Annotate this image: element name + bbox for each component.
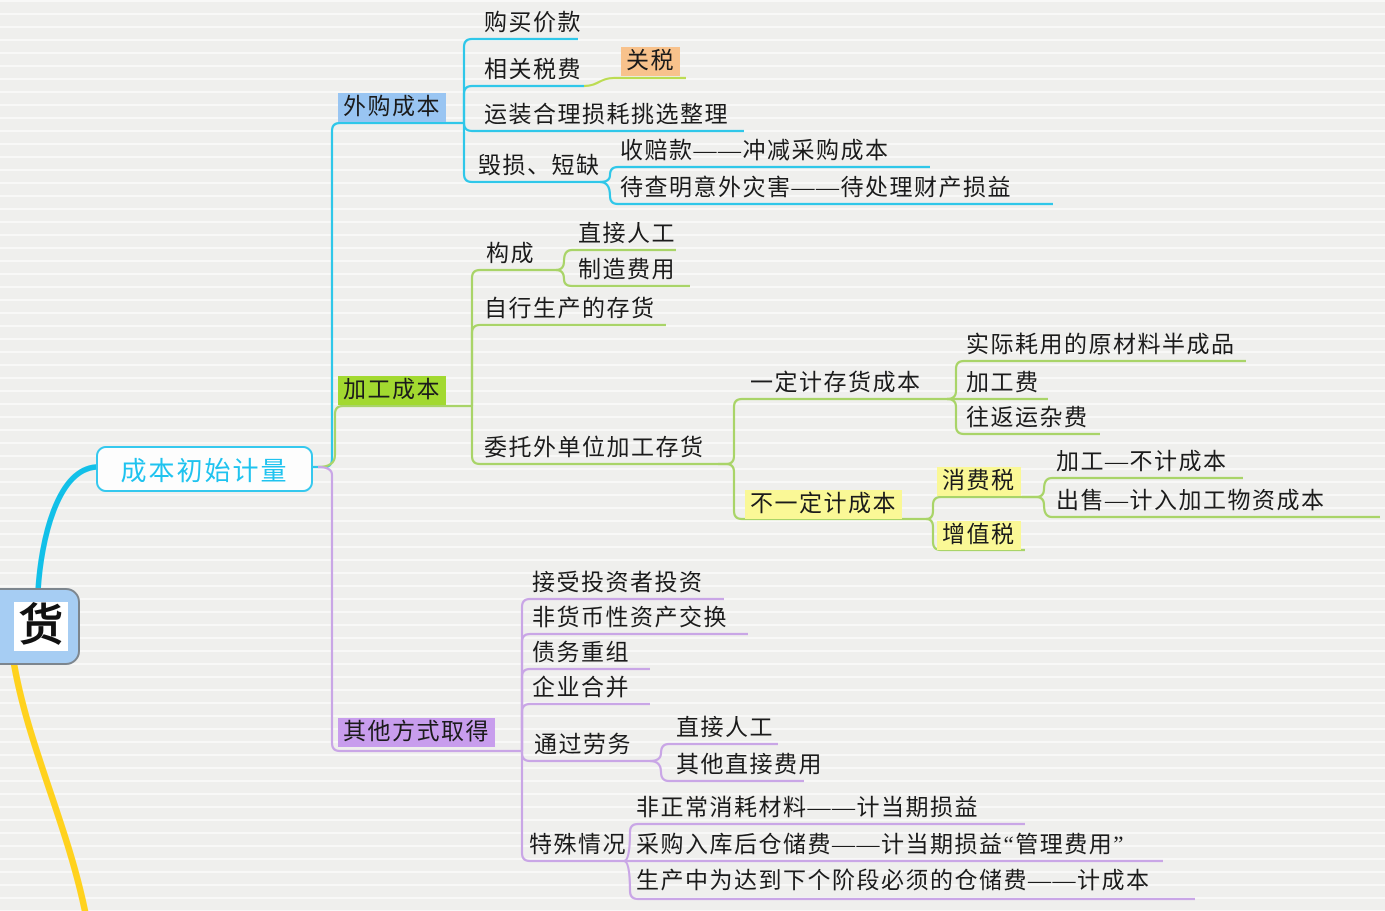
edge-other-direct-costs: [649, 759, 804, 783]
edge-tariff: [583, 76, 686, 88]
node-post-warehouse-fee[interactable]: 采购入库后仓储费——计当期损益“管理费用”: [636, 832, 1125, 857]
node-business-combination[interactable]: 企业合并: [532, 675, 630, 700]
node-sale-into-cost[interactable]: 出售—计入加工物资成本: [1056, 488, 1326, 513]
edge-special-cases: [520, 751, 624, 863]
node-abnormal-consumption[interactable]: 非正常消耗材料——计当期损益: [636, 795, 979, 820]
edge-investor-investment: [520, 597, 724, 751]
edge-related-taxes: [462, 84, 584, 123]
node-purchase-cost[interactable]: 外购成本: [338, 93, 446, 122]
edge-consumption-tax: [925, 495, 1022, 521]
node-round-trip-freight[interactable]: 往返运杂费: [966, 405, 1089, 430]
node-cost-initial-measurement[interactable]: 成本初始计量: [96, 446, 313, 492]
node-through-services[interactable]: 通过劳务: [534, 732, 632, 757]
node-damage-shortage[interactable]: 毁损、短缺: [478, 153, 601, 178]
edge-self-produced: [470, 323, 666, 406]
node-production-warehouse-fee[interactable]: 生产中为达到下个阶段必须的仓储费——计成本: [636, 868, 1151, 893]
node-direct-labor[interactable]: 直接人工: [578, 221, 676, 246]
edge-root-to-center: [35, 464, 99, 594]
edge-compensation: [599, 165, 930, 184]
edge-nonmonetary-exchange: [520, 632, 748, 751]
node-manufacturing-overhead[interactable]: 制造费用: [578, 257, 676, 282]
edge-direct-labor: [555, 248, 676, 272]
node-special-cases[interactable]: 特殊情况: [529, 832, 627, 857]
node-other-direct-costs[interactable]: 其他直接费用: [676, 752, 823, 777]
node-transport-losses[interactable]: 运装合理损耗挑选整理: [484, 102, 729, 127]
node-processing-cost[interactable]: 加工成本: [338, 376, 446, 405]
node-self-produced[interactable]: 自行生产的存货: [484, 296, 656, 321]
edge-abnormal-consumption: [623, 822, 1025, 863]
node-pending-disaster[interactable]: 待查明意外灾害——待处理财产损益: [620, 175, 1012, 200]
root-node-label: 货: [14, 601, 68, 651]
node-service-direct-labor[interactable]: 直接人工: [676, 715, 774, 740]
root-node-inventory[interactable]: 货: [0, 588, 80, 665]
node-outsourced-processing[interactable]: 委托外单位加工存货: [484, 435, 705, 460]
node-processing-no-cost[interactable]: 加工—不计成本: [1056, 449, 1228, 474]
edge-not-always-counted: [718, 462, 926, 521]
node-tariff[interactable]: 关税: [621, 47, 680, 76]
edge-center-to-purchase: [309, 121, 464, 469]
root-edges: [9, 464, 99, 911]
edge-center-to-other: [317, 465, 522, 753]
node-compensation[interactable]: 收赔款——冲减采购成本: [620, 138, 890, 163]
edge-service-direct-labor: [649, 742, 778, 763]
edge-debt-restructuring: [520, 667, 650, 751]
edge-purchase-price: [462, 37, 578, 123]
edge-center-to-processing: [317, 404, 472, 469]
node-composition[interactable]: 构成: [486, 241, 535, 266]
edge-sale-into-cost: [1022, 495, 1380, 519]
node-related-taxes[interactable]: 相关税费: [484, 57, 582, 82]
edge-outsourced: [470, 406, 718, 466]
center-node-label: 成本初始计量: [120, 456, 289, 486]
edge-always-counted: [718, 397, 947, 466]
node-purchase-price[interactable]: 购买价款: [484, 10, 582, 35]
edge-round-trip-freight: [946, 397, 1100, 436]
node-consumption-tax[interactable]: 消费税: [937, 467, 1021, 496]
node-other-acquisition[interactable]: 其他方式取得: [338, 718, 495, 747]
node-not-always-counted[interactable]: 不一定计成本: [745, 490, 902, 519]
node-processing-fee[interactable]: 加工费: [966, 370, 1040, 395]
node-materials-consumed[interactable]: 实际耗用的原材料半成品: [966, 332, 1236, 357]
node-investor-investment[interactable]: 接受投资者投资: [532, 570, 704, 595]
edge-production-warehouse-fee: [623, 859, 1195, 901]
node-nonmonetary-exchange[interactable]: 非货币性资产交换: [532, 605, 728, 630]
edge-manufacturing-overhead: [555, 268, 690, 288]
edge-business-combination: [520, 702, 650, 751]
node-always-counted[interactable]: 一定计存货成本: [750, 370, 922, 395]
node-vat[interactable]: 增值税: [937, 521, 1021, 550]
node-debt-restructuring[interactable]: 债务重组: [532, 640, 630, 665]
edge-root-to-offscreen-branch: [9, 654, 89, 911]
edge-pending-disaster: [599, 180, 1053, 206]
edge-damage-shortage: [462, 123, 600, 184]
branch-other-edges: [317, 465, 1195, 901]
edge-composition: [470, 268, 556, 406]
